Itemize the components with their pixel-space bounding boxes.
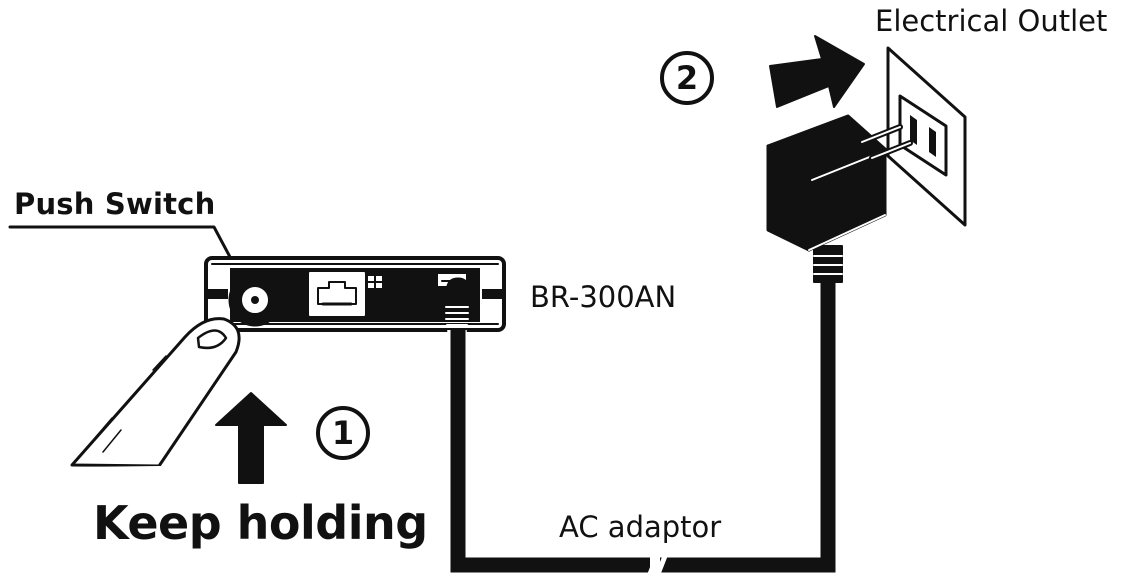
step-two-marker: 2 — [660, 51, 714, 105]
indicator-icons — [368, 276, 382, 288]
ac-adaptor-cable — [450, 280, 836, 573]
plug-in-arrow-icon — [769, 35, 865, 108]
press-up-arrow-icon — [215, 392, 287, 484]
electrical-outlet-icon — [886, 46, 967, 227]
electrical-outlet-label: Electrical Outlet — [875, 4, 1108, 38]
ethernet-port-icon — [309, 272, 365, 316]
push-switch-label: Push Switch — [14, 187, 216, 221]
keep-holding-label: Keep holding — [93, 496, 428, 550]
router-device — [204, 256, 506, 332]
adaptor-strain-relief — [813, 245, 843, 283]
finger-icon — [63, 317, 241, 471]
ac-adaptor-label: AC adaptor — [559, 510, 722, 544]
step-one-marker: 1 — [316, 406, 370, 460]
ac-adaptor-icon — [766, 114, 913, 252]
cable-break-gap — [647, 555, 668, 575]
device-name-label: BR-300AN — [530, 280, 677, 314]
dc-plug — [444, 277, 470, 332]
